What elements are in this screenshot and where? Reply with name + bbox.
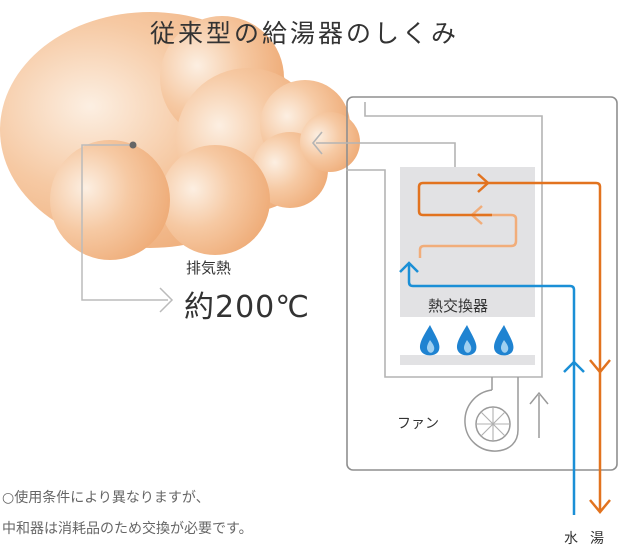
cold-water-pipe [399,261,585,515]
fan-label: ファン [397,416,439,432]
fan-icon [464,377,519,452]
airflow-arrow-icon [529,391,549,438]
note-line-2: 中和器は消耗品のため交換が必要です。 [2,521,253,537]
inner-duct [311,102,543,378]
heat-exchanger [400,167,535,317]
heater-unit [346,96,618,471]
burner-plate [400,355,535,365]
diagram-title: 従来型の給湯器のしくみ [150,19,460,48]
hot-water-pipe [417,173,611,514]
exhaust-cloud [0,12,360,260]
note-line-1: ○使用条件により異なりますが、 [2,490,210,506]
flame-icon [494,325,514,356]
water-label: 水 [564,531,578,547]
hot-water-label: 湯 [590,531,604,547]
flame-icon [457,325,477,356]
heat-exchanger-label: 熱交換器 [428,297,489,315]
exhaust-temperature: 約200℃ [184,290,310,325]
flame-icon [420,325,440,356]
exhaust-pointer [81,141,174,313]
exhaust-label: 排気熱 [186,259,232,277]
